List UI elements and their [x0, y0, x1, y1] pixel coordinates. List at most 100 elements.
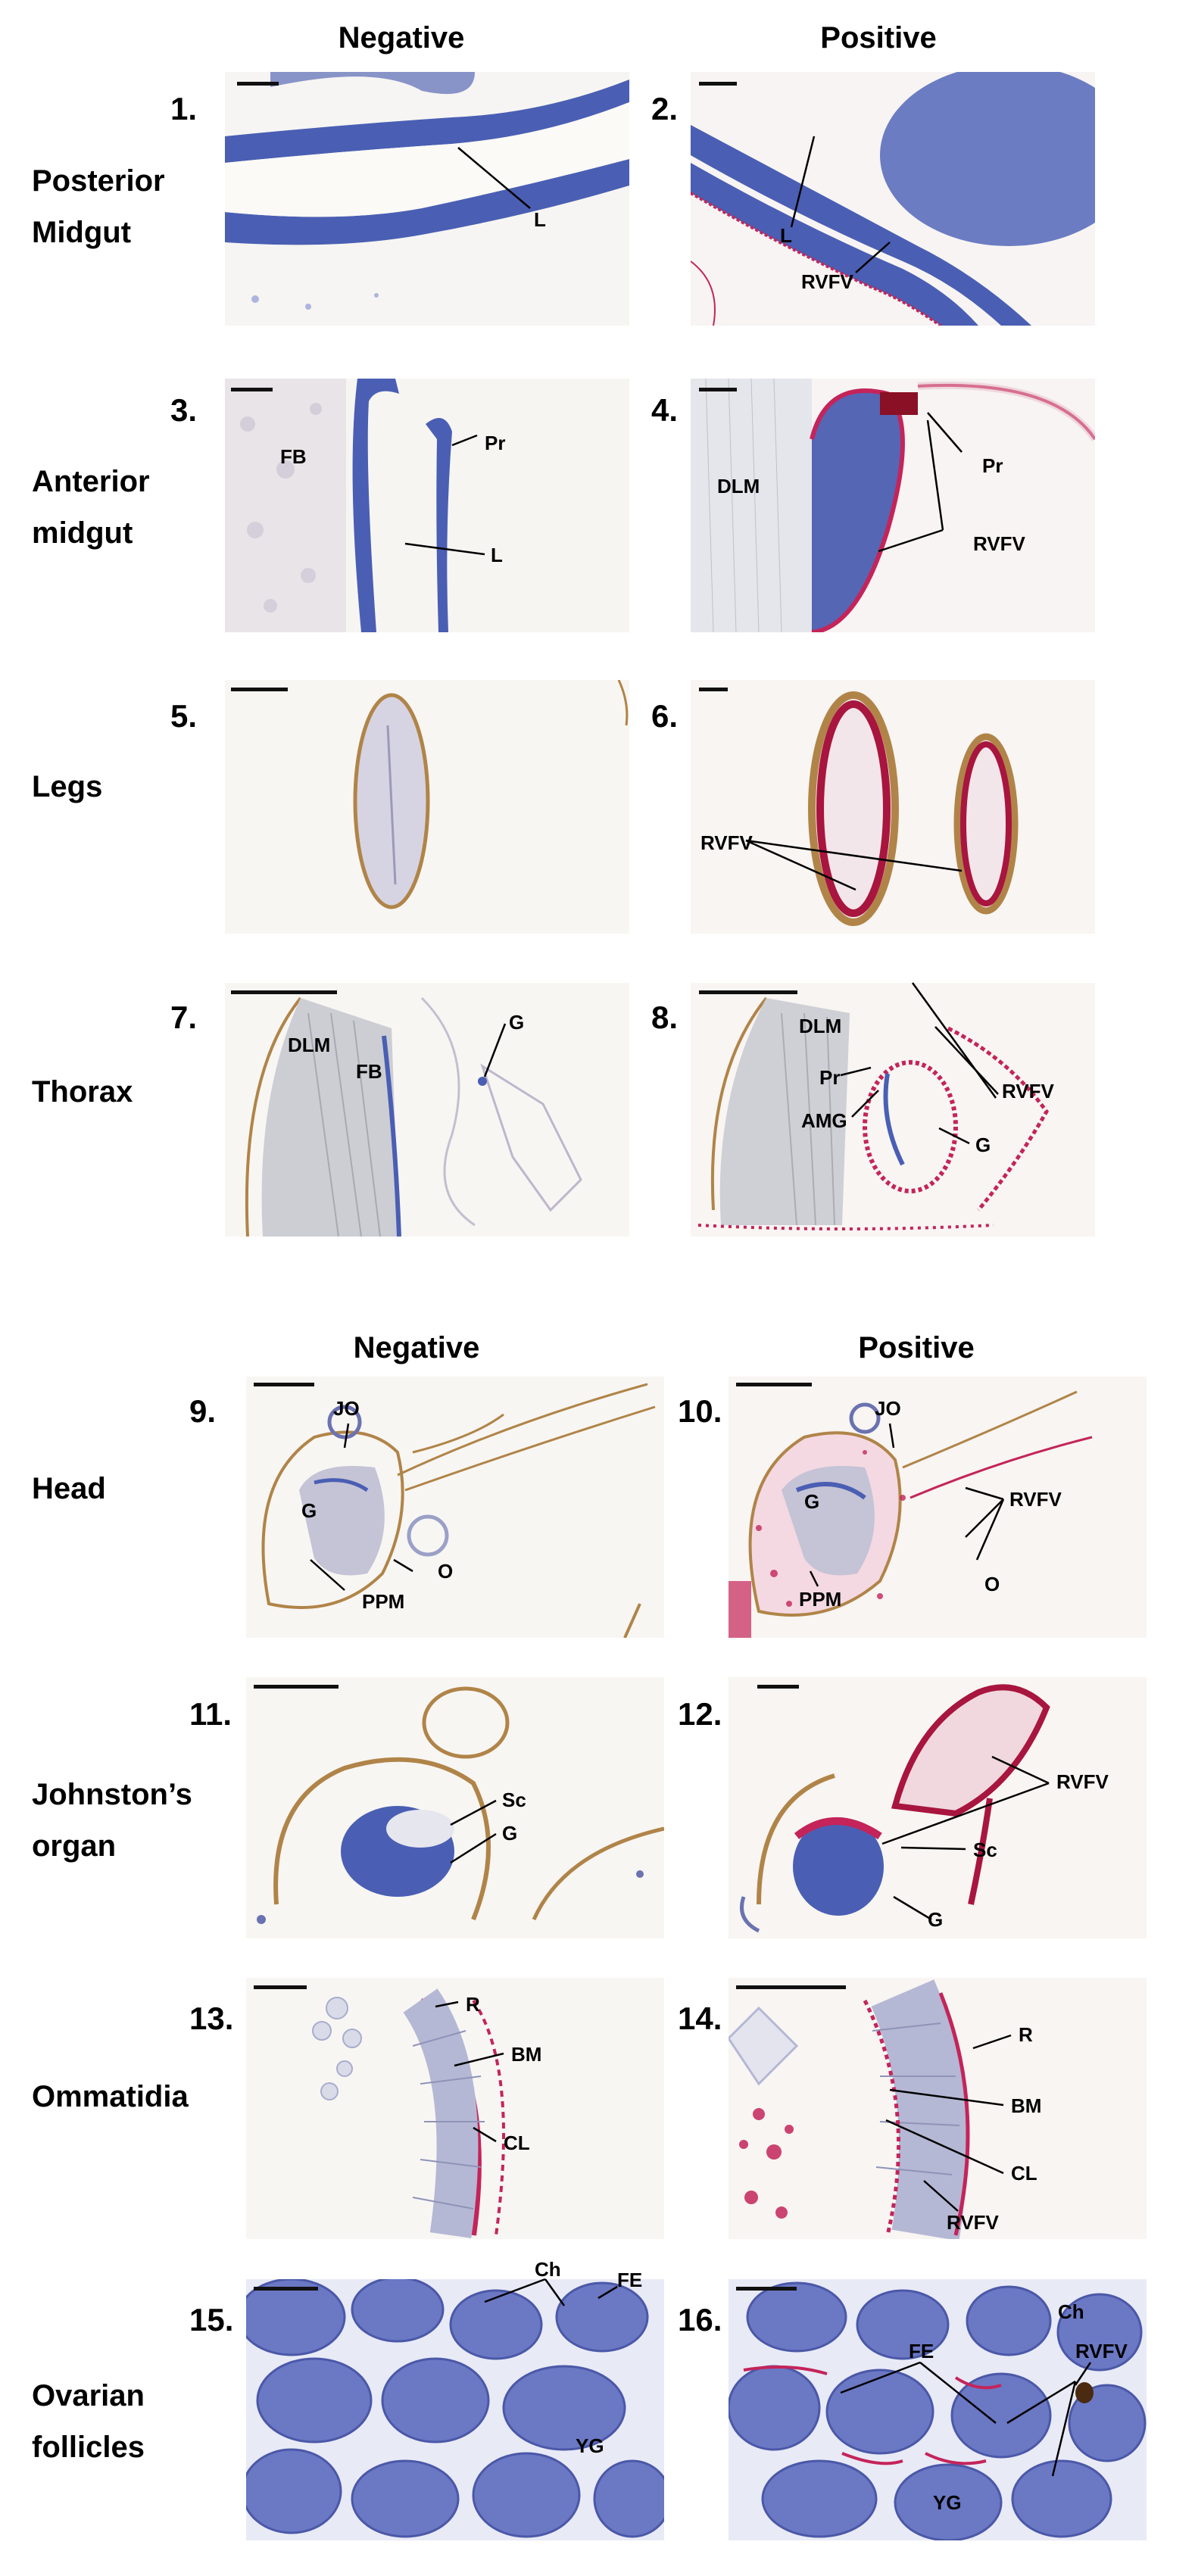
scale-bar [231, 388, 273, 391]
annotation-rhabdomere: R [466, 1993, 480, 2016]
annotation-amg: AMG [801, 1109, 847, 1132]
scale-bar [254, 1685, 339, 1689]
annotation-proventriculus: Pr [819, 1066, 841, 1089]
micrograph-thorax-positive [691, 983, 1095, 1237]
annotation-chorion: Ch [1058, 2300, 1084, 2323]
scale-bar [231, 688, 288, 691]
annotation-chorion: Ch [535, 2258, 561, 2281]
panel-number: 3. [170, 392, 198, 428]
annotation-basement-membrane: BM [511, 2043, 542, 2066]
micrograph-thorax-negative [225, 983, 629, 1237]
annotation-ganglion: G [928, 1908, 944, 1931]
annotation-follicular-epithelium: FE [617, 2269, 643, 2291]
row-label-ommatidia: Ommatidia [32, 2080, 189, 2113]
annotation-ganglion: G [509, 1011, 525, 1034]
scale-bar [736, 1383, 812, 1386]
annotation-yolk-granules: YG [933, 2491, 962, 2514]
panel-number: 4. [651, 392, 679, 428]
row-label-anterior-midgut: Anterior midgut [32, 465, 150, 550]
panel-number: 10. [678, 1393, 722, 1429]
annotation-basement-membrane: BM [1011, 2094, 1042, 2117]
scale-bar [699, 688, 728, 691]
panel-number: 11. [189, 1696, 232, 1732]
annotation-ganglion: G [975, 1134, 991, 1156]
micrograph-anterior-midgut-negative [225, 379, 629, 632]
scale-bar [254, 1985, 307, 1989]
annotation-rvfv: RVFV [1009, 1488, 1062, 1511]
annotation-rvfv: RVFV [973, 532, 1025, 555]
annotation-johnstons-organ: JO [333, 1397, 360, 1420]
annotation-rvfv: RVFV [947, 2211, 999, 2234]
scale-bar [254, 2287, 318, 2291]
annotation-corneal-lens: CL [1011, 2162, 1037, 2185]
header-negative-top: Negative [338, 21, 465, 55]
annotation-lumen: L [491, 544, 503, 566]
annotation-corneal-lens: CL [504, 2132, 530, 2154]
annotation-rvfv: RVFV [801, 270, 853, 293]
panel-number: 13. [189, 2001, 234, 2036]
row-label-ovarian-follicles: Ovarian follicles [32, 2379, 145, 2464]
annotation-dlm: DLM [717, 475, 760, 497]
annotation-ommatidia: O [984, 1573, 1000, 1595]
annotation-dlm: DLM [799, 1015, 842, 1037]
micrograph-posterior-midgut-negative [225, 72, 629, 326]
annotation-ganglion: G [804, 1490, 820, 1513]
annotation-lumen: L [534, 208, 546, 231]
annotation-scolopidia: Sc [973, 1838, 997, 1861]
scale-bar [231, 990, 337, 994]
annotation-rvfv: RVFV [700, 831, 753, 854]
micrograph-head-positive [729, 1377, 1147, 1638]
scale-bar [699, 82, 737, 86]
annotation-rvfv: RVFV [1002, 1080, 1054, 1102]
scale-bar [699, 990, 797, 994]
row-label-posterior-midgut: Posterior Midgut [32, 164, 165, 249]
panel-number: 14. [678, 2001, 722, 2036]
annotation-fat-body: FB [280, 445, 307, 468]
annotation-follicular-epithelium: FE [909, 2340, 934, 2362]
annotation-fat-body: FB [356, 1060, 382, 1083]
micrograph-ovarian-follicles-positive [729, 2279, 1147, 2540]
panel-number: 9. [189, 1393, 217, 1429]
panel-number: 16. [678, 2302, 722, 2337]
panel-number: 2. [651, 91, 679, 126]
header-positive-top: Positive [820, 21, 937, 55]
annotation-johnstons-organ: JO [875, 1397, 901, 1420]
row-label-legs: Legs [32, 770, 103, 803]
annotation-yolk-granules: YG [576, 2434, 604, 2457]
annotation-proventriculus: Pr [485, 432, 506, 454]
micrograph-johnstons-organ-negative [246, 1677, 664, 1938]
annotation-rvfv: RVFV [1056, 1770, 1109, 1793]
panel-number: 6. [651, 698, 679, 734]
panel-number: 12. [678, 1696, 722, 1732]
micrograph-head-negative [246, 1377, 664, 1638]
panel-number: 1. [170, 91, 198, 126]
scale-bar [736, 2287, 797, 2291]
scale-bar [237, 82, 279, 86]
micrograph-anterior-midgut-positive [691, 379, 1095, 632]
micrograph-ovarian-follicles-negative [246, 2279, 664, 2540]
annotation-ppm: PPM [362, 1590, 405, 1613]
annotation-rvfv: RVFV [1075, 2340, 1128, 2362]
micrograph-legs-positive [691, 680, 1095, 934]
micrograph-ommatidia-positive [729, 1978, 1147, 2239]
annotation-ganglion: G [301, 1499, 317, 1522]
micrograph-legs-negative [225, 680, 629, 934]
micrograph-ommatidia-negative [246, 1978, 664, 2239]
panel-number: 8. [651, 1000, 679, 1035]
panel-number: 7. [170, 1000, 198, 1035]
annotation-rhabdomere: R [1019, 2023, 1033, 2046]
annotation-ganglion: G [502, 1822, 518, 1845]
annotation-scolopidia: Sc [502, 1789, 526, 1811]
micrograph-posterior-midgut-positive [691, 72, 1095, 326]
scale-bar [254, 1383, 314, 1386]
row-label-johnstons-organ: Johnston’s organ [32, 1778, 192, 1863]
annotation-dlm: DLM [288, 1034, 331, 1056]
annotation-ommatidia: O [438, 1560, 454, 1583]
scale-bar [757, 1685, 799, 1689]
annotation-ppm: PPM [799, 1588, 842, 1611]
header-positive-bottom: Positive [858, 1331, 975, 1364]
row-label-head: Head [32, 1472, 106, 1505]
header-negative-bottom: Negative [353, 1331, 480, 1364]
panel-number: 5. [170, 698, 198, 734]
scale-bar [699, 388, 737, 391]
